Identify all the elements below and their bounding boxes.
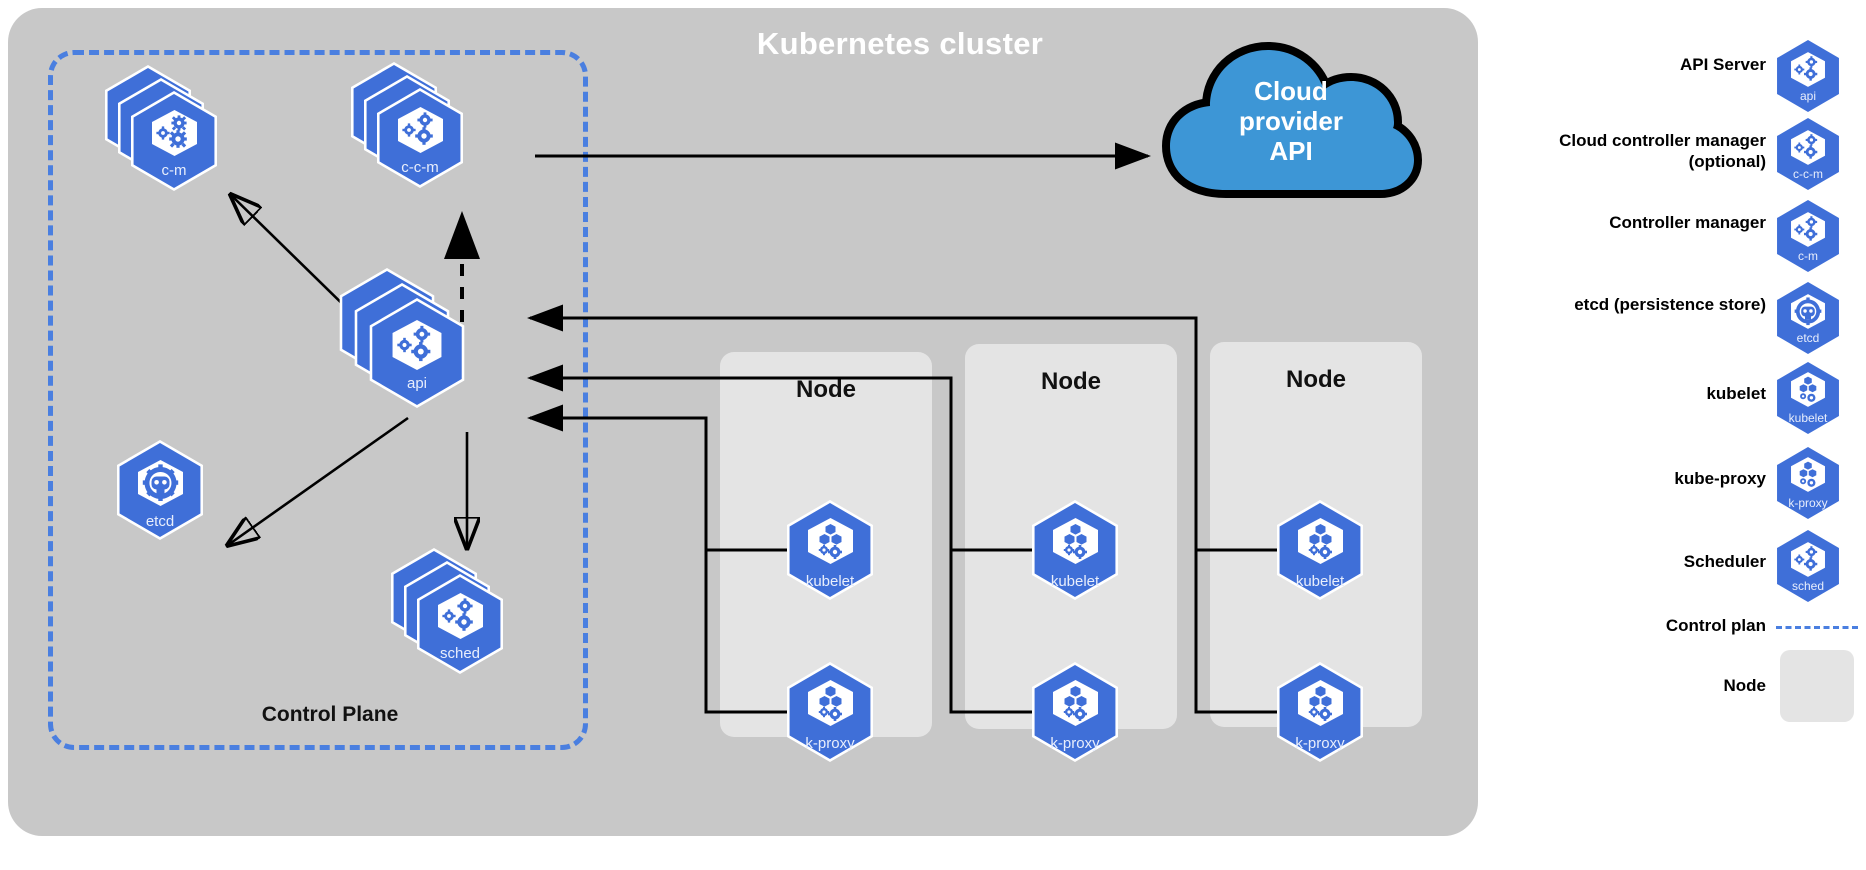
legend-icon-sched: sched: [1772, 530, 1844, 602]
kubelet-icon: [808, 518, 853, 564]
component-label: kubelet: [1295, 573, 1345, 590]
etcd-icon: [138, 460, 183, 506]
legend-icon-api: api: [1772, 40, 1844, 112]
component-label: c-c-m: [401, 159, 439, 176]
legend-icon-kubelet: kubelet: [1772, 362, 1844, 434]
gears-icon: [1791, 212, 1825, 247]
gears-icon: [1791, 130, 1825, 165]
component-label: k-proxy: [1050, 735, 1100, 752]
legend-label: API Server: [1680, 55, 1766, 74]
node-title: Node: [796, 376, 856, 403]
gears-icon: [1791, 542, 1825, 577]
cloud-label-line2: provider: [1238, 106, 1344, 137]
legend-icon-kproxy: k-proxy: [1772, 447, 1844, 519]
legend-icon-label: sched: [1791, 579, 1825, 593]
legend-icon-ccm: c-c-m: [1772, 118, 1844, 190]
legend-label: kube-proxy: [1674, 469, 1766, 488]
legend-label: Scheduler: [1683, 552, 1766, 571]
legend-icon-cm: c-m: [1772, 200, 1844, 272]
etcd-icon: [1791, 294, 1825, 329]
component-label: api: [406, 375, 428, 392]
kubelet-icon: [1053, 518, 1098, 564]
component-scheduler[interactable]: sched: [384, 548, 512, 676]
legend-icon-label: etcd: [1796, 331, 1820, 345]
component-label: kubelet: [805, 573, 855, 590]
node-title: Node: [1286, 366, 1346, 393]
dashed-line-icon: [1776, 626, 1858, 629]
legend-icon-label: k-proxy: [1788, 496, 1828, 510]
node-component-kube-proxy[interactable]: k-proxy: [1270, 662, 1370, 762]
legend-label: Controller manager: [1609, 213, 1766, 232]
legend-item-cloud-controller-manager[interactable]: Cloud controller manager (optional) c-c-…: [1500, 118, 1866, 190]
component-etcd[interactable]: etcd: [110, 440, 214, 544]
legend-item-api-server[interactable]: API Server api: [1500, 40, 1866, 112]
component-label: sched: [439, 645, 481, 662]
kubelet-icon: [1791, 372, 1825, 407]
legend-label: Cloud controller manager (optional): [1559, 131, 1766, 171]
node-component-kubelet[interactable]: kubelet: [1270, 500, 1370, 600]
component-label: k-proxy: [805, 735, 855, 752]
legend-item-kube-proxy[interactable]: kube-proxy k-proxy: [1500, 447, 1866, 519]
kubelet-icon: [1298, 518, 1343, 564]
node-component-kube-proxy[interactable]: k-proxy: [1025, 662, 1125, 762]
legend-label: kubelet: [1706, 384, 1766, 403]
legend-icon-label: kubelet: [1788, 411, 1828, 425]
component-controller-manager[interactable]: c-m: [98, 65, 226, 193]
legend-item-etcd[interactable]: etcd (persistence store) etcd: [1500, 282, 1866, 354]
cloud-shape-icon: [1162, 42, 1422, 198]
node-swatch-icon: [1780, 650, 1854, 722]
node-title: Node: [1041, 368, 1101, 395]
cloud-label: Cloud provider API: [1160, 76, 1422, 166]
node-component-kubelet[interactable]: kubelet: [1025, 500, 1125, 600]
legend-item-controller-manager[interactable]: Controller manager c-m: [1500, 200, 1866, 272]
legend-label: etcd (persistence store): [1574, 295, 1766, 314]
gears-icon: [398, 107, 443, 153]
kproxy-icon: [808, 680, 853, 726]
component-cloud-controller-manager[interactable]: c-c-m: [344, 62, 472, 190]
component-label: etcd: [145, 513, 175, 530]
legend-item-kubelet[interactable]: kubelet kubelet: [1500, 362, 1866, 434]
legend-icon-label: c-m: [1798, 249, 1818, 263]
legend-icon-label: c-c-m: [1793, 167, 1823, 181]
legend-item-node[interactable]: Node: [1500, 650, 1866, 730]
node-component-kubelet[interactable]: kubelet: [780, 500, 880, 600]
legend-item-control-plane[interactable]: Control plan: [1500, 612, 1866, 642]
legend-item-scheduler[interactable]: Scheduler sched: [1500, 530, 1866, 602]
legend-icon-etcd: etcd: [1772, 282, 1844, 354]
node-component-kube-proxy[interactable]: k-proxy: [780, 662, 880, 762]
kproxy-icon: [1791, 457, 1825, 492]
gears-icon: [152, 110, 197, 156]
control-plane-label: Control Plane: [261, 703, 399, 726]
legend-label: Node: [1723, 676, 1767, 695]
legend: API Server api Cloud controller manager …: [1500, 0, 1866, 870]
legend-label: Control plan: [1665, 616, 1766, 635]
component-label: c-m: [161, 162, 187, 179]
cloud-label-line3: API: [1269, 136, 1313, 167]
component-api-server[interactable]: api: [332, 268, 474, 410]
cloud-label-line1: Cloud: [1254, 76, 1328, 106]
component-label: kubelet: [1050, 573, 1100, 590]
legend-icon-label: api: [1799, 89, 1816, 103]
cloud-provider-api[interactable]: Cloud provider API: [1160, 38, 1422, 198]
gears-icon: [438, 593, 483, 639]
component-label: k-proxy: [1295, 735, 1345, 752]
cluster-title: Kubernetes cluster: [756, 26, 1044, 61]
kproxy-icon: [1298, 680, 1343, 726]
kproxy-icon: [1053, 680, 1098, 726]
gears-icon: [392, 320, 442, 370]
gears-icon: [1791, 52, 1825, 87]
